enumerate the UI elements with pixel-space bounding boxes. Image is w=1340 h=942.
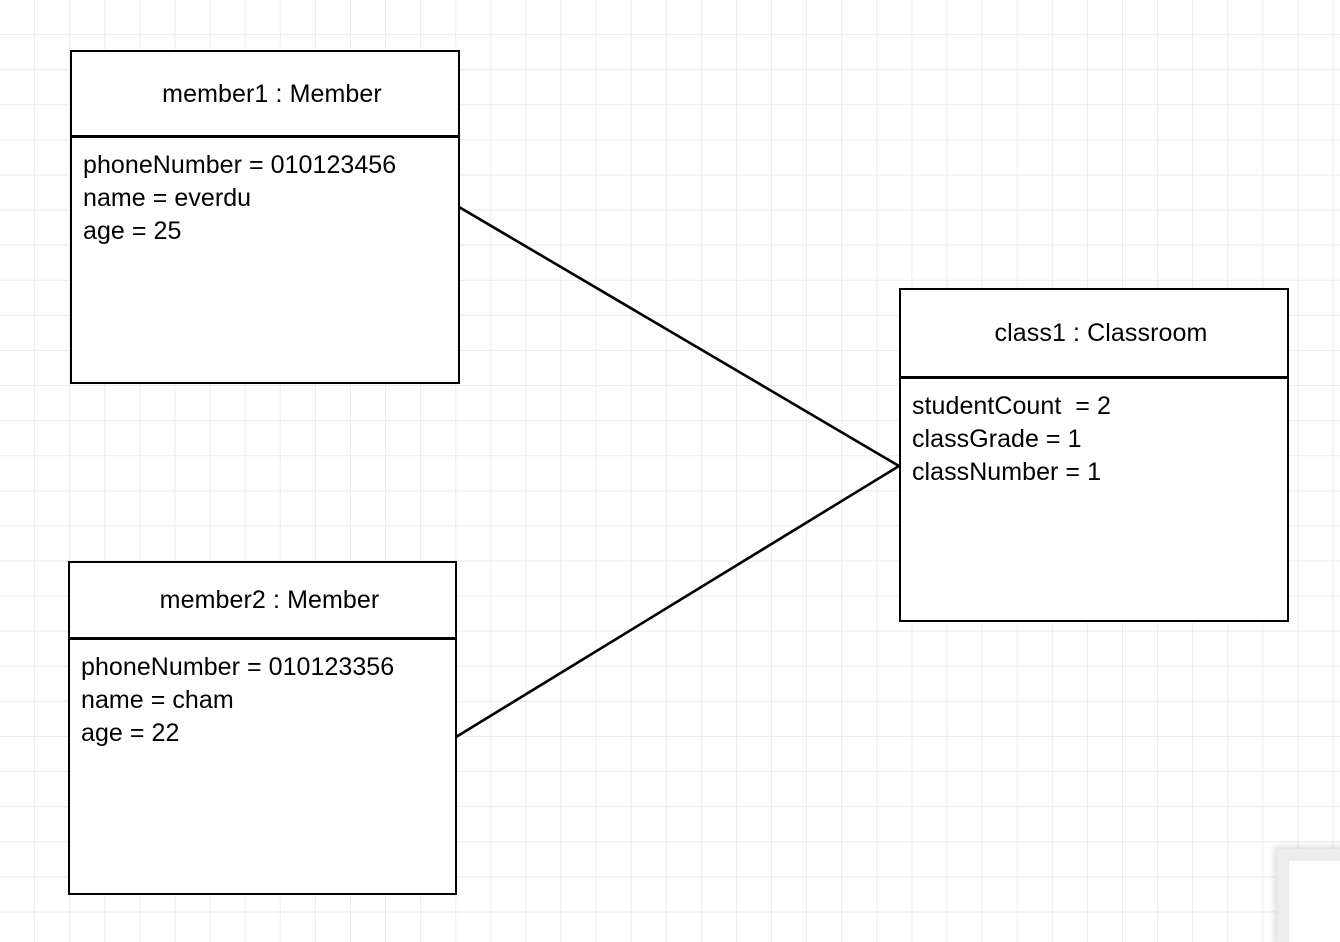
link-member2-class1[interactable] bbox=[455, 464, 900, 739]
object-attributes-class1: studentCount = 2 classGrade = 1 classNum… bbox=[901, 378, 1287, 620]
link-member1-class1[interactable] bbox=[458, 205, 900, 468]
attribute-row: studentCount = 2 bbox=[912, 392, 1111, 420]
object-box-class1[interactable]: class1 : Classroom studentCount = 2 clas… bbox=[899, 288, 1289, 622]
object-header-member2: member2 : Member bbox=[70, 563, 455, 639]
attribute-row: age = 22 bbox=[81, 719, 180, 747]
attribute-row: name = everdu bbox=[83, 184, 252, 212]
object-box-member2[interactable]: member2 : Member phoneNumber = 010123356… bbox=[68, 561, 457, 895]
object-title-member2: member2 : Member bbox=[159, 586, 380, 614]
object-header-member1: member1 : Member bbox=[72, 52, 458, 137]
attribute-row: age = 25 bbox=[83, 217, 182, 245]
object-box-member1[interactable]: member1 : Member phoneNumber = 010123456… bbox=[70, 50, 460, 384]
background-window-content bbox=[1289, 861, 1340, 942]
attribute-row: classGrade = 1 bbox=[912, 425, 1082, 453]
object-title-class1: class1 : Classroom bbox=[994, 319, 1208, 347]
attribute-row: name = cham bbox=[81, 686, 234, 714]
object-title-member1: member1 : Member bbox=[162, 79, 382, 108]
object-header-class1: class1 : Classroom bbox=[901, 290, 1287, 378]
attribute-row: classNumber = 1 bbox=[912, 458, 1102, 486]
object-attributes-member1: phoneNumber = 010123456 name = everdu ag… bbox=[72, 137, 458, 382]
attribute-row: phoneNumber = 010123356 bbox=[81, 653, 395, 681]
attribute-row: phoneNumber = 010123456 bbox=[83, 151, 397, 179]
object-attributes-member2: phoneNumber = 010123356 name = cham age … bbox=[70, 639, 455, 893]
background-window-corner[interactable] bbox=[1277, 849, 1340, 942]
